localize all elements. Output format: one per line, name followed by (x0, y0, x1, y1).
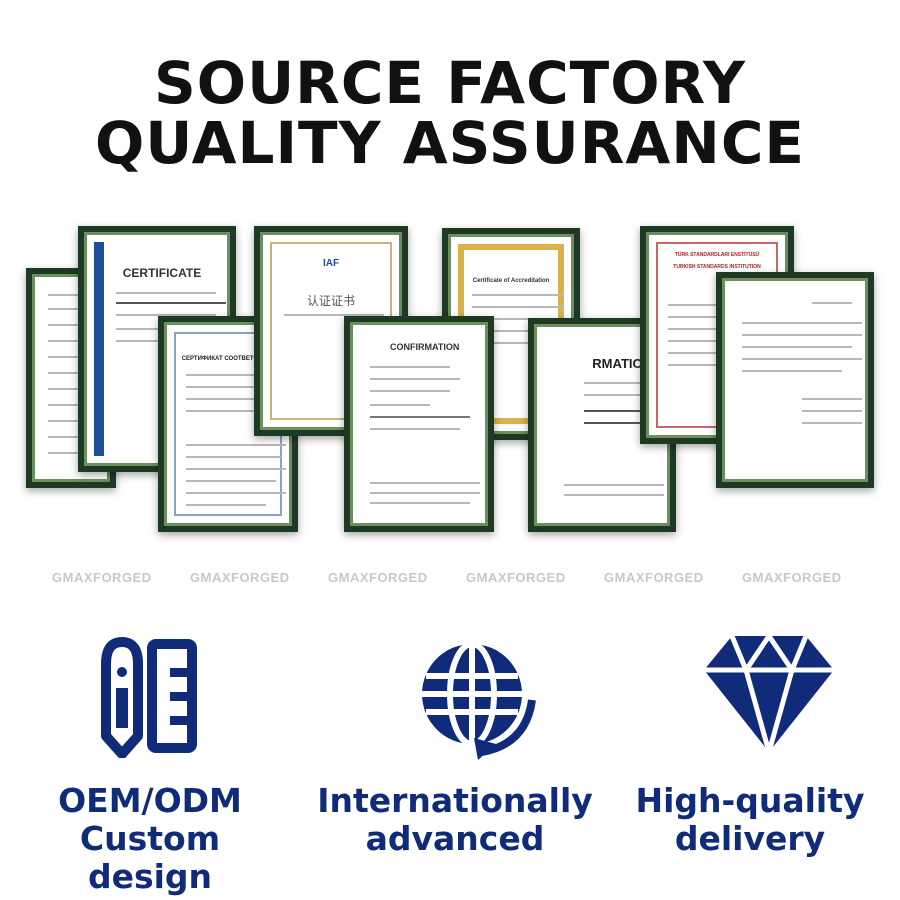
certificate-9 (716, 272, 874, 488)
feature-1-line-1: OEM/ODM (58, 781, 242, 820)
watermark-3: GMAXFORGED (328, 570, 428, 585)
watermark-5: GMAXFORGED (604, 570, 704, 585)
certificate-7-title: RMATION (592, 356, 652, 371)
watermark-4: GMAXFORGED (466, 570, 566, 585)
design-ruler-pencil-icon (101, 637, 197, 758)
diamond-icon (704, 633, 834, 753)
certificate-4-title: 认证证书 (306, 294, 355, 308)
watermark-2: GMAXFORGED (190, 570, 290, 585)
feature-1-line-2: Custom design (79, 819, 221, 896)
heading-line-2: QUALITY ASSURANCE (95, 109, 805, 177)
certificate-6-title: Certificate of Accreditation (472, 278, 550, 284)
certificate-3-title: СЕРТИФИКАТ СООТВЕТСТВИЯ (181, 356, 275, 362)
certificate-4-badge: IAF (322, 258, 340, 269)
watermark-1: GMAXFORGED (52, 570, 152, 585)
certificate-8-subtitle: TURKISH STANDARDS INSTITUTION (673, 264, 761, 270)
feature-2-line-2: advanced (365, 819, 545, 858)
certificate-2-title: CERTIFICATE (122, 266, 202, 280)
feature-2-line-1: Internationally (317, 781, 593, 820)
certificate-5: CONFIRMATION (344, 316, 494, 532)
feature-3-line-2: delivery (674, 819, 826, 858)
certificate-8-title: TÜRK STANDARDLARI ENSTİTÜSÜ (674, 252, 760, 258)
watermark-6: GMAXFORGED (742, 570, 842, 585)
feature-3-line-1: High-quality (635, 781, 865, 820)
certificate-5-title: CONFIRMATION (390, 342, 460, 352)
heading-line-1: SOURCE FACTORY (154, 49, 746, 117)
globe-arrow-icon (422, 641, 537, 760)
